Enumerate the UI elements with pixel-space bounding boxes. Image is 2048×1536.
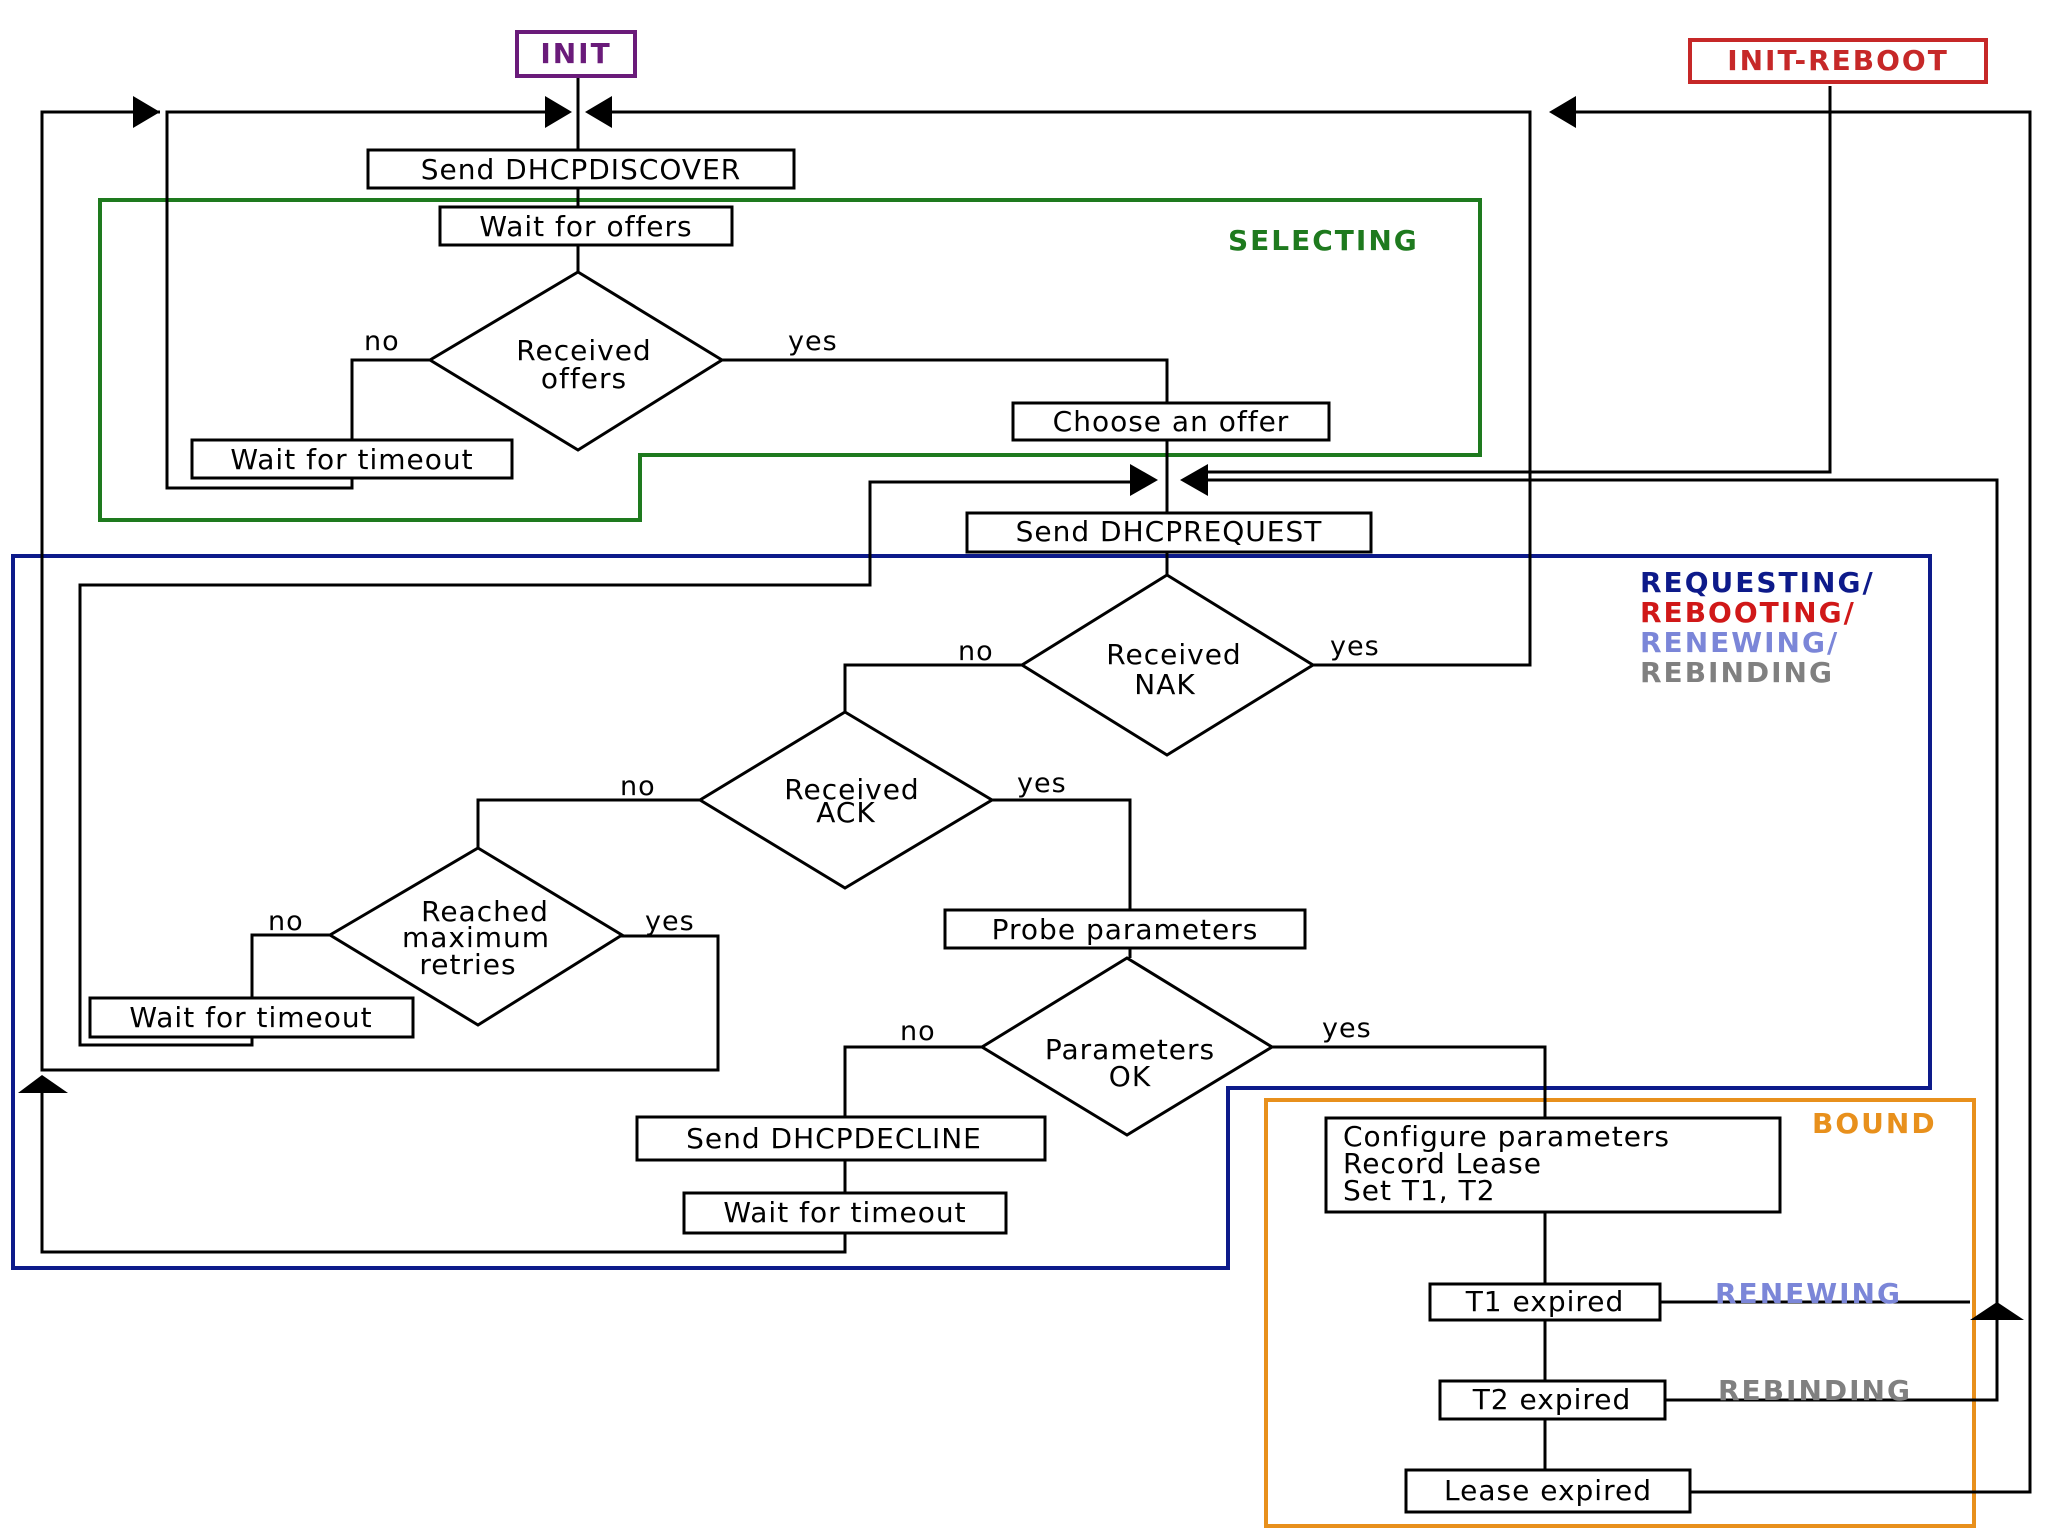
parameters-ok-label-2: OK <box>1109 1060 1151 1093</box>
wait-offers-label: Wait for offers <box>479 210 692 243</box>
t1-expired-label: T1 expired <box>1465 1285 1625 1318</box>
init-reboot-state: INIT-REBOOT <box>1688 38 1988 84</box>
rebinding-region-label: REBINDING <box>1640 656 1834 689</box>
received-ack-label-1: Received <box>784 773 919 806</box>
wait-timeout-label-3: Wait for timeout <box>723 1196 966 1229</box>
bound-region <box>1264 1098 1976 1528</box>
nak-yes-label: yes <box>1330 631 1380 662</box>
received-offers-label-1: Received <box>516 334 651 367</box>
reached-maximum-retries-decision: Reached maximum retries <box>327 846 625 1027</box>
received-nak-decision: Received NAK <box>1019 573 1316 757</box>
ack-yes-label: yes <box>1017 768 1067 799</box>
offers-yes-label: yes <box>788 326 838 357</box>
choose-offer-label: Choose an offer <box>1053 405 1290 438</box>
wait-timeout-box-3: Wait for timeout <box>682 1191 1008 1235</box>
choose-offer-box: Choose an offer <box>1011 401 1331 442</box>
offers-no-label: no <box>364 326 400 357</box>
probe-parameters-label: Probe parameters <box>992 913 1259 946</box>
probe-parameters-box: Probe parameters <box>943 908 1307 950</box>
send-discover-label: Send DHCPDISCOVER <box>421 153 741 186</box>
send-discover-box: Send DHCPDISCOVER <box>366 148 796 190</box>
params-no-label: no <box>900 1016 936 1047</box>
send-decline-label: Send DHCPDECLINE <box>686 1122 982 1155</box>
received-ack-label-2: ACK <box>816 796 876 829</box>
received-ack-decision: Received ACK <box>697 710 995 890</box>
configure-parameters-box: Configure parameters Record Lease Set T1… <box>1324 1116 1782 1214</box>
params-yes-label: yes <box>1322 1013 1372 1044</box>
send-decline-box: Send DHCPDECLINE <box>635 1115 1047 1162</box>
init-reboot-label: INIT-REBOOT <box>1727 44 1949 77</box>
renewing-region-label: RENEWING/ <box>1640 626 1839 659</box>
wait-timeout-box-1: Wait for timeout <box>190 438 514 480</box>
rebooting-label: REBOOTING/ <box>1640 596 1856 629</box>
retries-no-label: no <box>268 906 304 937</box>
connector-lines <box>40 70 2032 1494</box>
requesting-label: REQUESTING/ <box>1640 566 1875 599</box>
parameters-ok-decision: Parameters OK <box>979 956 1275 1137</box>
ack-no-label: no <box>620 771 656 802</box>
received-nak-label-2: NAK <box>1134 668 1195 701</box>
wait-timeout-box-2: Wait for timeout <box>88 996 415 1039</box>
record-lease-label: Record Lease <box>1343 1147 1542 1180</box>
set-t1-t2-label: Set T1, T2 <box>1343 1174 1496 1207</box>
t2-expired-box: T2 expired <box>1438 1379 1667 1421</box>
configure-parameters-label: Configure parameters <box>1343 1120 1670 1153</box>
reached-maximum-retries-label-3: retries <box>419 948 516 981</box>
arrowheads <box>18 96 2024 1320</box>
received-offers-decision: Received offers <box>427 270 725 452</box>
init-state: INIT <box>515 30 637 78</box>
wait-timeout-label-2: Wait for timeout <box>129 1001 372 1034</box>
received-nak-label-1: Received <box>1106 638 1241 671</box>
reached-maximum-retries-label-1: Reached <box>421 895 549 928</box>
renewing-label: RENEWING <box>1715 1277 1902 1310</box>
init-label: INIT <box>540 37 611 70</box>
parameters-ok-label-1: Parameters <box>1045 1033 1215 1066</box>
bound-label: BOUND <box>1812 1107 1937 1140</box>
wait-timeout-label-1: Wait for timeout <box>230 443 473 476</box>
selecting-region <box>98 198 1482 522</box>
send-request-label: Send DHCPREQUEST <box>1016 515 1323 548</box>
rebinding-label: REBINDING <box>1718 1374 1912 1407</box>
lease-expired-label: Lease expired <box>1444 1474 1652 1507</box>
requesting-region <box>11 554 1932 1270</box>
retries-yes-label: yes <box>645 906 695 937</box>
t1-expired-box: T1 expired <box>1428 1282 1662 1322</box>
lease-expired-box: Lease expired <box>1404 1468 1692 1514</box>
wait-offers-box: Wait for offers <box>438 205 734 247</box>
reached-maximum-retries-label-2: maximum <box>402 921 550 954</box>
t2-expired-label: T2 expired <box>1472 1383 1632 1416</box>
selecting-label: SELECTING <box>1228 224 1419 257</box>
nak-no-label: no <box>958 636 994 667</box>
edge-labels: no yes no yes no yes no yes no yes <box>268 326 1380 1047</box>
received-offers-label-2: offers <box>541 362 627 395</box>
send-request-box: Send DHCPREQUEST <box>965 511 1373 554</box>
